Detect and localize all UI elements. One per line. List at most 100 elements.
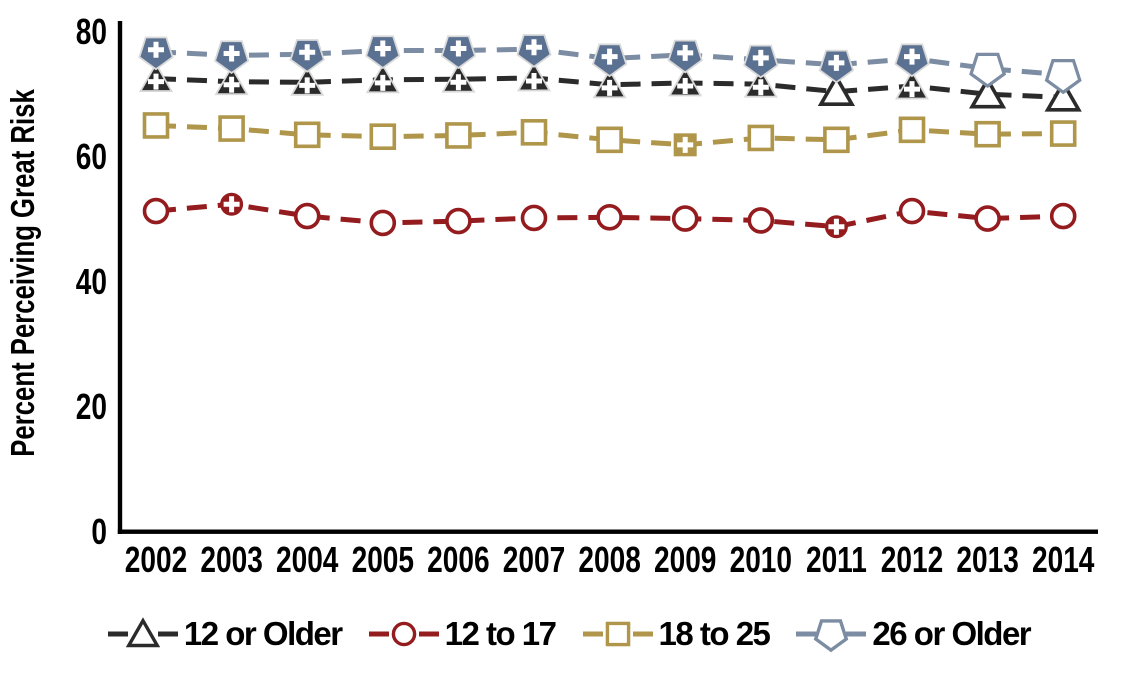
legend-label: 12 to 17 — [444, 615, 557, 652]
circle-shape — [898, 197, 926, 225]
marker-26-or-older-2009 — [667, 39, 703, 74]
plus-icon — [601, 48, 618, 65]
marker-12-to-17-2011 — [824, 215, 848, 239]
legend-label: 26 or Older — [872, 615, 1031, 652]
x-tick-label-2013: 2013 — [956, 540, 1018, 580]
marker-18-to-25-2010 — [747, 124, 775, 152]
y-axis-title: Percent Perceiving Great Risk — [5, 89, 42, 457]
plus-icon — [677, 136, 694, 153]
pentagon-shape — [969, 52, 1007, 89]
plus-icon — [299, 77, 316, 94]
square-shape — [520, 119, 548, 146]
plus-icon — [223, 45, 240, 62]
marker-12-to-17-2008 — [596, 204, 623, 231]
marker-18-to-25-2011 — [823, 126, 850, 154]
plus-icon — [752, 79, 769, 96]
square-marker-icon — [582, 621, 653, 647]
circle-shape — [671, 205, 699, 232]
x-tick-label-2004: 2004 — [276, 540, 338, 580]
legend-item-26-or-older: 26 or Older — [795, 614, 1032, 654]
square-shape — [747, 124, 775, 152]
triangle-shape — [968, 76, 1007, 109]
marker-12-or-older-2013 — [968, 76, 1007, 109]
plus-icon — [828, 218, 845, 235]
plus-icon — [904, 81, 920, 98]
pentagon-shape — [1044, 59, 1082, 95]
marker-18-to-25-2004 — [293, 121, 321, 149]
x-tick-label-2006: 2006 — [427, 540, 489, 580]
legend-label: 18 to 25 — [658, 615, 771, 652]
marker-18-to-25-2002 — [142, 112, 170, 139]
circle-shape — [445, 207, 472, 235]
marker-18-to-25-2003 — [218, 115, 245, 142]
plus-icon — [223, 76, 240, 93]
marker-12-to-17-2012 — [898, 197, 926, 225]
marker-26-or-older-2003 — [213, 40, 250, 75]
x-tick-label-2008: 2008 — [578, 540, 640, 580]
pentagon-shape — [814, 619, 849, 653]
x-tick-label-2003: 2003 — [200, 540, 262, 580]
legend-marker-pentagon — [814, 619, 849, 653]
marker-26-or-older-2008 — [591, 43, 628, 78]
circle-marker-icon — [368, 621, 439, 647]
marker-12-to-17-2014 — [1049, 202, 1077, 230]
marker-12-to-17-2007 — [520, 204, 548, 232]
marker-26-or-older-2012 — [894, 43, 930, 78]
marker-12-or-older-2006 — [441, 62, 476, 93]
y-axis-line — [117, 21, 123, 534]
plus-icon — [148, 41, 164, 58]
x-tick-label-2005: 2005 — [352, 540, 414, 580]
marker-12-or-older-2002 — [138, 62, 174, 92]
marker-12-or-older-2007 — [516, 61, 552, 92]
plus-icon — [450, 40, 467, 57]
circle-shape — [293, 202, 321, 230]
y-tick-label-60: 60 — [76, 137, 107, 177]
plus-icon — [526, 72, 542, 89]
legend: 12 or Older 12 to 17 18 to 25 26 or Olde… — [0, 596, 1137, 672]
plus-icon — [677, 77, 694, 94]
square-shape — [445, 122, 472, 149]
marker-26-or-older-2006 — [440, 35, 477, 70]
x-tick-label-2012: 2012 — [881, 540, 943, 580]
x-tick-label-2011: 2011 — [806, 540, 867, 580]
legend-marker-square — [605, 621, 630, 647]
plus-icon — [450, 74, 467, 91]
marker-12-to-17-2010 — [747, 207, 775, 234]
y-tick-label-40: 40 — [76, 262, 107, 302]
square-shape — [142, 112, 170, 139]
marker-12-or-older-2003 — [214, 65, 249, 96]
marker-12-or-older-2009 — [668, 66, 703, 97]
y-tick-label-80: 80 — [76, 12, 107, 52]
marker-26-or-older-2014 — [1044, 59, 1082, 95]
legend-label: 12 or Older — [183, 615, 343, 652]
marker-12-or-older-2011 — [817, 73, 856, 106]
marker-12-or-older-2005 — [365, 63, 400, 94]
marker-12-to-17-2013 — [974, 205, 1001, 232]
plus-icon — [299, 44, 316, 61]
plus-icon — [148, 73, 164, 90]
plus-icon — [223, 196, 240, 213]
y-tick-label-20: 20 — [76, 387, 107, 427]
legend-marker-circle — [391, 621, 416, 647]
marker-26-or-older-2005 — [365, 35, 401, 70]
triangle-shape — [817, 73, 856, 106]
marker-18-to-25-2012 — [898, 116, 926, 144]
x-axis-line — [117, 529, 1099, 534]
marker-26-or-older-2007 — [516, 34, 552, 68]
circle-shape — [747, 207, 775, 234]
square-shape — [1049, 120, 1077, 147]
x-tick-label-2002: 2002 — [125, 540, 187, 580]
square-shape — [823, 126, 850, 154]
marker-12-to-17-2006 — [445, 207, 472, 235]
legend-marker-triangle — [125, 617, 161, 648]
circle-shape — [520, 204, 548, 232]
plus-icon — [752, 49, 769, 66]
marker-18-to-25-2005 — [369, 123, 397, 150]
triangle-shape — [125, 617, 161, 648]
marker-18-to-25-2014 — [1049, 120, 1077, 147]
legend-item-12-or-older: 12 or Older — [107, 614, 343, 654]
pentagon-marker-icon — [796, 619, 867, 653]
marker-26-or-older-2002 — [138, 36, 174, 71]
